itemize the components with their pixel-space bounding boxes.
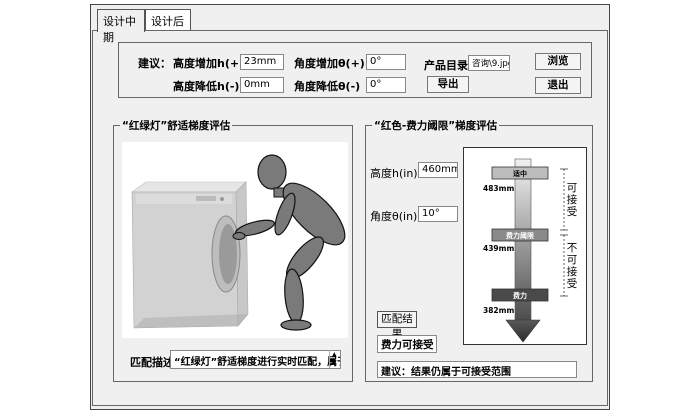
level-bar-1 <box>491 228 549 242</box>
effort-threshold-group: “红色-费力阈限”梯度评估 <box>365 118 593 382</box>
exit-button[interactable]: 退出 <box>535 77 581 94</box>
level-bar-2 <box>491 288 549 302</box>
angle-inc-field[interactable]: 0° <box>366 54 406 70</box>
tab-design-late[interactable]: 设计后期 <box>145 9 191 44</box>
traffic-light-group: “红绿灯”舒适梯度评估 <box>113 118 353 382</box>
unacceptable-label: 不可接受 <box>566 242 578 290</box>
height-inc-label: 高度增加h(+) <box>173 57 245 70</box>
match-desc-field[interactable]: “红绿灯”舒适梯度进行实时匹配，属于 <box>170 350 341 369</box>
angle-inc-label: 角度增加θ(+) <box>294 57 365 70</box>
effort-gradient-diagram: 适中 费力阈限 费力 483mm 439mm 382mm 可接受 不可接受 <box>463 147 587 345</box>
scroll-up-icon[interactable]: ▲ <box>332 351 337 358</box>
height-in-field[interactable]: 460mm <box>418 162 458 178</box>
suggestion-field[interactable]: 建议：结果仍属于可接受范围 <box>377 361 577 378</box>
height-dec-field[interactable]: 0mm <box>240 77 284 93</box>
height-inc-field[interactable]: 23mm <box>240 54 284 70</box>
match-desc-label: 匹配描述 <box>130 356 174 369</box>
catalog-field[interactable]: 咨询\9.jpg <box>468 55 510 71</box>
level-name-1: 费力阈限 <box>506 232 534 240</box>
params-group <box>118 42 592 98</box>
angle-in-field[interactable]: 10° <box>418 206 458 222</box>
match-result-button[interactable]: 匹配结果 <box>377 311 417 340</box>
posture-illustration <box>122 142 348 338</box>
level-name-2: 费力 <box>513 292 527 300</box>
effort-threshold-title: “红色-费力阈限”梯度评估 <box>372 118 500 133</box>
catalog-label: 产品目录 <box>424 59 468 72</box>
traffic-light-title: “红绿灯”舒适梯度评估 <box>120 118 233 133</box>
height-in-label: 高度h(in) <box>370 167 418 180</box>
level-value-1: 439mm <box>483 244 515 253</box>
export-button[interactable]: 导出 <box>427 76 469 93</box>
match-desc-scroll[interactable]: ▲ ▼ <box>329 350 340 368</box>
angle-dec-field[interactable]: 0° <box>366 77 406 93</box>
level-name-0: 适中 <box>513 170 527 178</box>
browse-button[interactable]: 浏览 <box>535 53 581 70</box>
angle-in-label: 角度θ(in) <box>370 210 418 223</box>
match-result-field[interactable]: 费力可接受 <box>377 335 437 353</box>
suggest-label: 建议： <box>138 57 171 70</box>
level-value-2: 382mm <box>483 306 515 315</box>
acceptable-label: 可接受 <box>566 182 578 218</box>
level-value-0: 483mm <box>483 184 515 193</box>
level-bar-0 <box>491 166 549 180</box>
angle-dec-label: 角度降低θ(-) <box>294 80 361 93</box>
height-dec-label: 高度降低h(-) <box>173 80 240 93</box>
scroll-down-icon[interactable]: ▼ <box>332 359 337 366</box>
tab-design-mid[interactable]: 设计中期 <box>97 9 145 44</box>
